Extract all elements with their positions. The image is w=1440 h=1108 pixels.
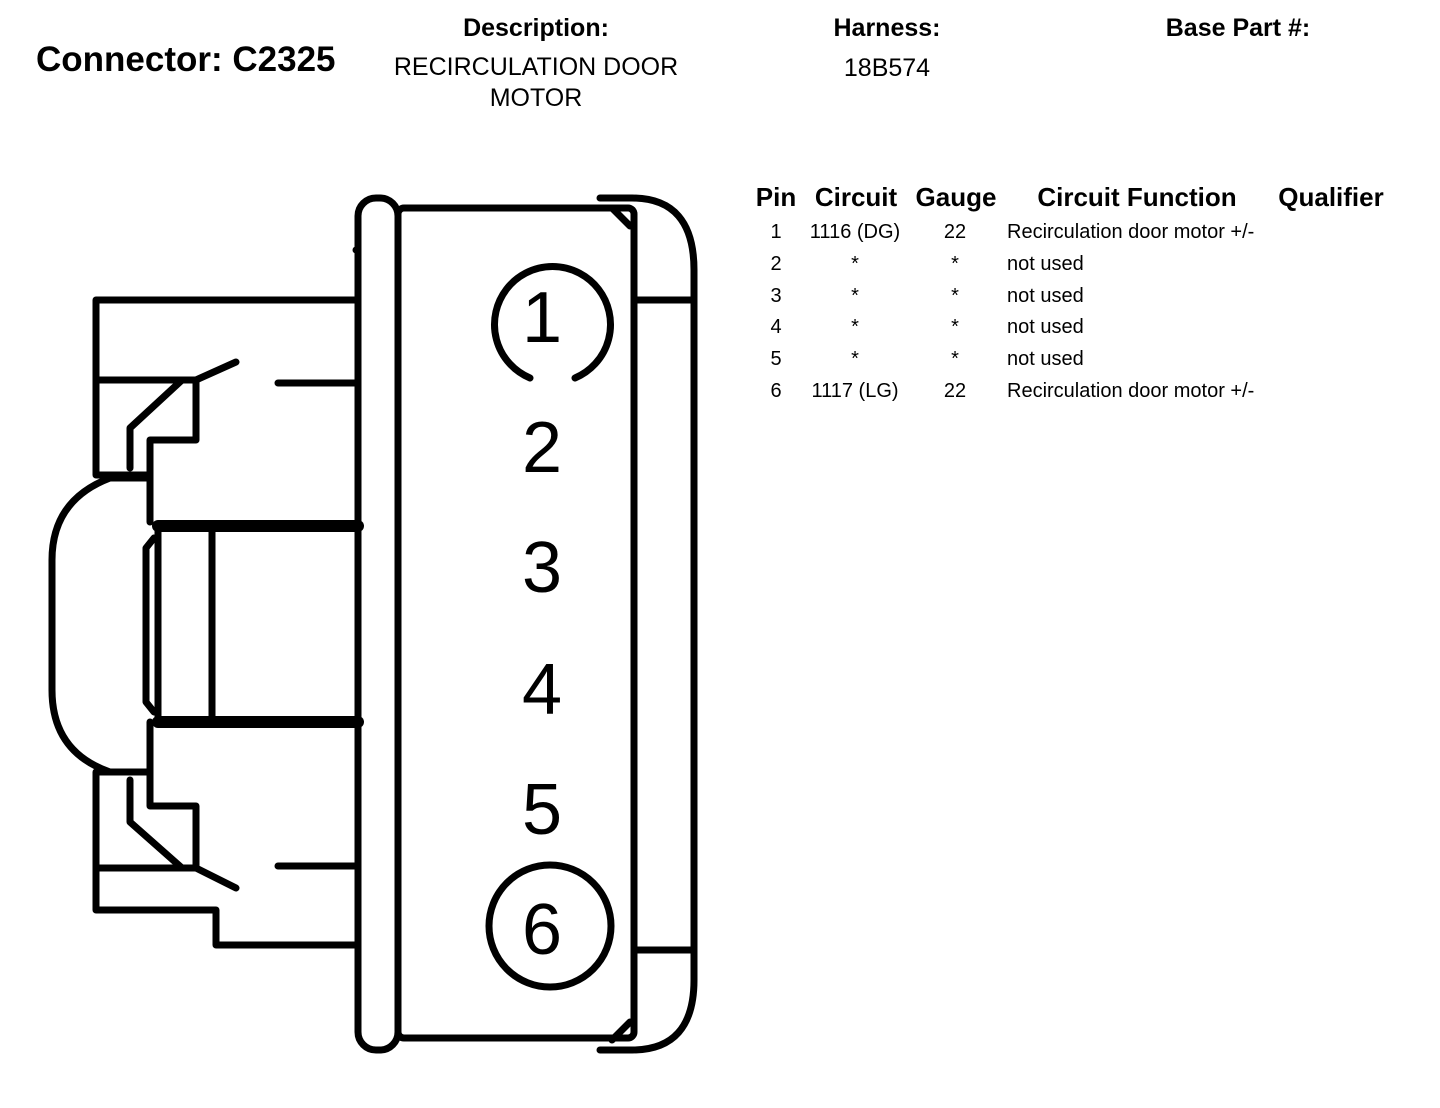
function-cell: not used: [1007, 348, 1084, 370]
circuit-cell: *: [851, 253, 859, 275]
pin-label-1: 1: [522, 278, 562, 358]
gauge-cell: *: [951, 285, 959, 307]
pin-cell: 6: [770, 380, 782, 402]
pin-cell: 2: [770, 253, 782, 275]
column-header-circuit-function: Circuit Function: [1037, 182, 1237, 212]
function-cell: Recirculation door motor +/-: [1007, 380, 1255, 402]
circuit-cell: 1117 (LG): [811, 380, 899, 402]
locking-tab-upper: [146, 376, 200, 479]
connector-cap-edge: [608, 1018, 634, 1044]
function-cell: Recirculation door motor +/-: [1007, 221, 1255, 243]
locking-tab-lower: [126, 776, 186, 872]
description-value: RECIRCULATION DOOR MOTOR: [393, 53, 679, 112]
connector-right-cap: [596, 194, 698, 1054]
locking-tab-lower: [146, 768, 200, 872]
description-label: Description:: [463, 14, 609, 42]
circuit-cell: *: [851, 348, 859, 370]
pin-label-2: 2: [522, 408, 562, 488]
harness-label: Harness:: [833, 14, 941, 42]
circuit-cell: *: [851, 285, 859, 307]
pin-cell: 5: [770, 348, 782, 370]
connector-latch: [48, 474, 154, 776]
locking-tab-upper: [92, 358, 240, 384]
pin-label-4: 4: [522, 650, 562, 730]
pin-cell: 1: [770, 221, 782, 243]
locking-tab-lower: [92, 864, 240, 892]
connector-title: Connector: C2325: [36, 40, 336, 79]
pin-cell: 3: [770, 285, 782, 307]
gauge-cell: *: [951, 348, 959, 370]
connector-face-diagram: 1 2 3 4 5 6: [48, 194, 698, 1054]
column-header-circuit: Circuit: [814, 182, 898, 212]
function-cell: not used: [1007, 253, 1084, 275]
function-cell: not used: [1007, 285, 1084, 307]
gauge-cell: *: [951, 316, 959, 338]
column-header-pin: Pin: [755, 182, 797, 212]
function-cell: not used: [1007, 316, 1084, 338]
connector-cap-edge: [608, 204, 634, 230]
pin-circle-1: [491, 263, 614, 382]
connector-housing-outline: [92, 718, 362, 1004]
connector-housing-outline: [92, 244, 362, 526]
circuit-cell: 1116 (DG): [809, 221, 901, 243]
column-header-gauge: Gauge: [915, 182, 997, 212]
pin-label-3: 3: [522, 528, 562, 608]
connector-body: [394, 204, 638, 1042]
locking-tab-upper: [126, 376, 186, 472]
connector-key: [154, 522, 362, 726]
harness-value: 18B574: [843, 54, 931, 82]
pin-circle-6: [485, 861, 615, 991]
connector-key-bracket: [142, 534, 158, 716]
gauge-cell: 22: [943, 380, 967, 402]
pin-label-5: 5: [522, 770, 562, 850]
pin-label-6: 6: [522, 890, 562, 970]
gauge-cell: 22: [943, 221, 967, 243]
base-part-label: Base Part #:: [1165, 14, 1311, 42]
pin-cell: 4: [770, 316, 782, 338]
column-header-qualifier: Qualifier: [1278, 182, 1384, 212]
circuit-cell: *: [851, 316, 859, 338]
gauge-cell: *: [951, 253, 959, 275]
connector-left-rail: [354, 194, 402, 1054]
